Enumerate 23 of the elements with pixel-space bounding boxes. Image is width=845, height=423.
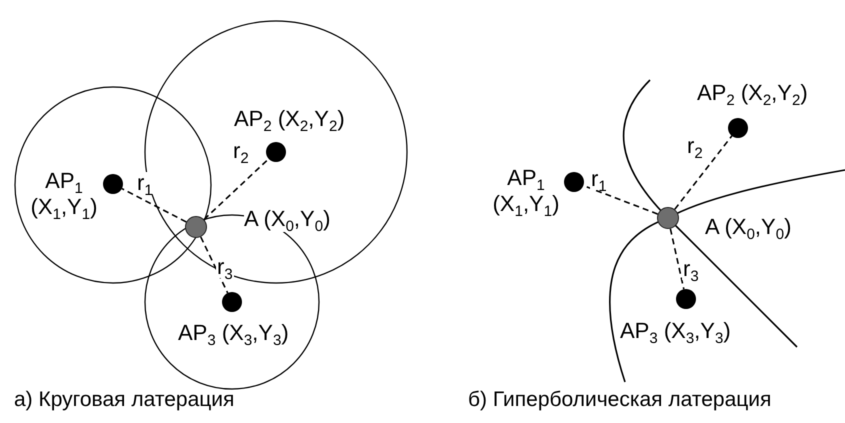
target-dot — [185, 216, 207, 238]
distance-line — [670, 228, 685, 290]
station-dot — [728, 118, 748, 138]
target-dot — [657, 207, 679, 229]
coordinate-label: AP$_{2}$ (X$_{2}$,Y$_{2}$) — [234, 106, 346, 132]
distance-line — [674, 135, 732, 210]
edge-label: r$_{1}$ — [136, 172, 154, 194]
distance-line — [200, 236, 228, 294]
panel-caption: а) Круговая латерация — [14, 388, 234, 412]
coordinate-label: AP$_{2}$ (X$_{2}$,Y$_{2}$) — [697, 80, 809, 106]
distance-line — [122, 188, 187, 223]
station-dot — [676, 289, 696, 309]
coordinate-label: A (X$_{0}$,Y$_{0}$) — [705, 214, 792, 240]
station-dot — [564, 172, 584, 192]
coordinate-label: AP$_{1}$ (X$_{1}$,Y$_{1}$) — [30, 168, 98, 221]
panel-caption: б) Гиперболическая латерация — [468, 388, 772, 412]
coordinate-label: AP$_{3}$ (X$_{3}$,Y$_{3}$) — [178, 320, 290, 346]
station-dot — [266, 142, 286, 162]
station-dot — [222, 292, 242, 312]
distance-line — [203, 158, 270, 220]
coordinate-label: AP$_{1}$ (X$_{1}$,Y$_{1}$) — [492, 165, 560, 218]
coordinate-label: AP$_{3}$ (X$_{3}$,Y$_{3}$) — [620, 318, 732, 344]
station-dot — [103, 174, 123, 194]
